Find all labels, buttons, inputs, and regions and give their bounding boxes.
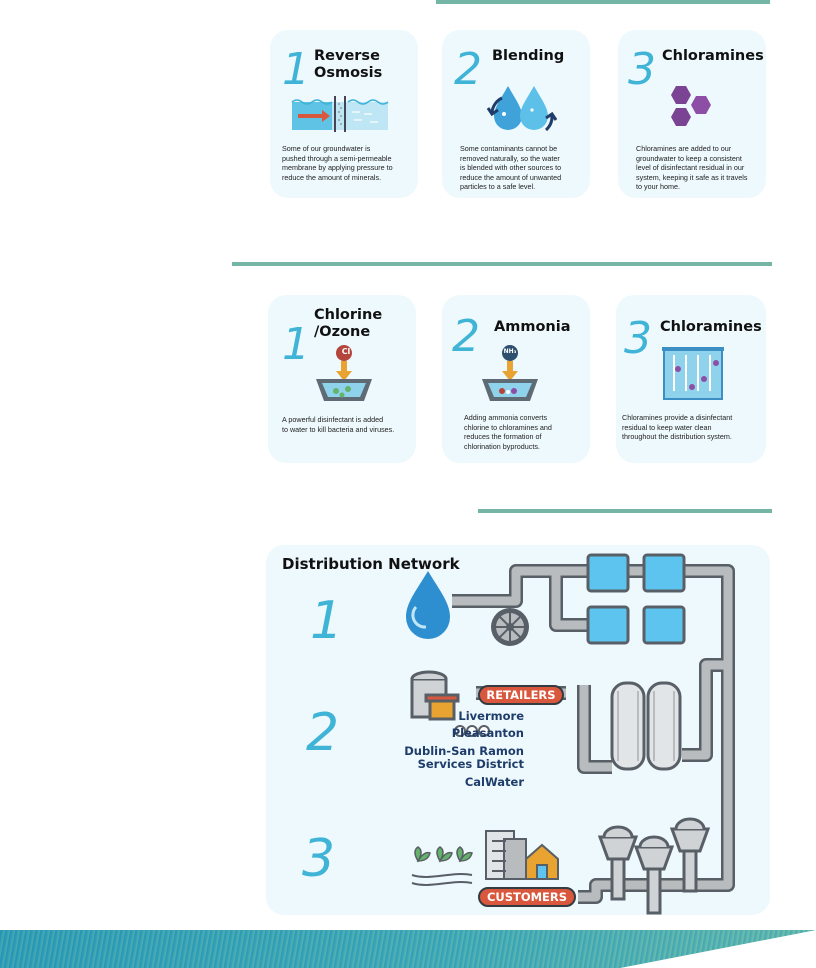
card-title: Chlorine /Ozone (314, 307, 382, 341)
reverse-osmosis-membrane-icon (291, 96, 389, 132)
description-line: is blended with other sources to (460, 163, 562, 173)
card-description: Some of our groundwater is pushed throug… (282, 144, 393, 182)
step-number: 1 (282, 44, 310, 95)
card-description: Chloramines provide a disinfectant resid… (622, 413, 732, 442)
description-line: throughout the distribution system. (622, 432, 732, 442)
step-number: 1 (282, 319, 310, 370)
description-line: removed naturally, so the water (460, 153, 560, 163)
description-line: level of disinfectant residual in our (636, 163, 745, 173)
section-rule-middle (232, 262, 772, 266)
description-line: reduces the formation of (464, 432, 542, 442)
description-line: Adding ammonia converts (464, 413, 548, 422)
distribution-pipe-network (406, 553, 735, 915)
description-line: reduce the amount of minerals. (282, 172, 382, 182)
step-number: 1 (310, 591, 344, 651)
card-title-line: Reverse (314, 48, 380, 64)
distribution-title: Distribution Network (282, 555, 460, 573)
retailer-item: Services District (417, 757, 524, 771)
water-drops-blending-icon (486, 86, 558, 132)
card-title: Chloramines (662, 48, 764, 64)
card-title: Reverse Osmosis (314, 48, 382, 82)
card-title-line: Chlorine (314, 307, 383, 323)
card-title-line: Osmosis (314, 65, 383, 81)
card-description: Chloramines are added to our groundwater… (636, 144, 747, 192)
description-line: Some contaminants cannot be (460, 144, 558, 153)
step-number: 3 (628, 44, 656, 95)
card-title-line: /Ozone (314, 324, 371, 340)
card-description: A powerful disinfectant is added to wate… (282, 415, 394, 434)
card-title: Blending (492, 48, 565, 64)
card-reverse-osmosis: 1 Reverse Osmosis Some of our groundwate… (270, 30, 418, 198)
description-line: Some of our groundwater is (282, 144, 371, 153)
retailer-item: CalWater (464, 775, 524, 789)
chlorine-basin-icon (316, 345, 372, 401)
step-number: 3 (624, 313, 652, 364)
description-line: to your home. (636, 182, 680, 192)
description-line: particles to a safe level. (460, 182, 536, 192)
card-description: Adding ammonia converts chlorine to chlo… (464, 413, 552, 451)
description-line: pushed through a semi-permeable (282, 153, 392, 163)
step-number: 2 (452, 311, 480, 362)
description-line: Chloramines provide a disinfectant (622, 413, 733, 422)
card-title: Ammonia (494, 319, 571, 335)
card-title: Chloramines (660, 319, 762, 335)
card-blending: 2 Blending Some contaminants cannot be r… (442, 30, 590, 198)
hexagon-molecules-icon (671, 86, 711, 126)
retailers-label: RETAILERS (478, 685, 564, 705)
card-chloramines-disinfection: 3 Chloramines Chloramines provide a disi… (616, 295, 766, 463)
card-ammonia: 2 Ammonia NH₃ Adding ammonia converts ch… (442, 295, 590, 463)
decorative-bottom-band (0, 930, 816, 968)
section-rule-top (436, 0, 770, 4)
ammonia-badge: NH₃ (503, 348, 517, 355)
description-line: groundwater to keep a consistent (636, 153, 742, 163)
card-chloramines-treatment: 3 Chloramines Chloramines are added to o… (618, 30, 766, 198)
description-line: residual to keep water clean (622, 422, 712, 432)
chloramine-tank-icon (662, 347, 724, 400)
ammonia-basin-icon (482, 345, 538, 401)
description-line: system, keeping it safe as it travels (636, 172, 748, 182)
description-line: chlorination byproducts. (464, 441, 540, 451)
customers-label: CUSTOMERS (478, 887, 576, 907)
description-line: A powerful disinfectant is added (282, 415, 384, 424)
retailer-item: Pleasanton (451, 726, 524, 740)
description-line: membrane by applying pressure to (282, 163, 393, 173)
card-description: Some contaminants cannot be removed natu… (460, 144, 561, 192)
section-rule-lower (478, 509, 772, 513)
chlorine-badge: Cl (341, 347, 351, 356)
retailer-item: Dublin-San Ramon (404, 744, 524, 758)
description-line: reduce the amount of unwanted (460, 172, 562, 182)
description-line: Chloramines are added to our (636, 144, 732, 153)
card-chlorine-ozone: 1 Chlorine /Ozone Cl A powerful disinfec… (268, 295, 416, 463)
step-number: 2 (454, 44, 482, 95)
description-line: to water to kill bacteria and viruses. (282, 424, 395, 434)
description-line: chlorine to chloramines and (464, 422, 552, 432)
step-number: 3 (302, 829, 336, 889)
distribution-network-panel: Distribution Network 1 2 3 (266, 545, 770, 915)
retailer-item: Livermore (458, 709, 524, 723)
step-number: 2 (306, 703, 340, 763)
